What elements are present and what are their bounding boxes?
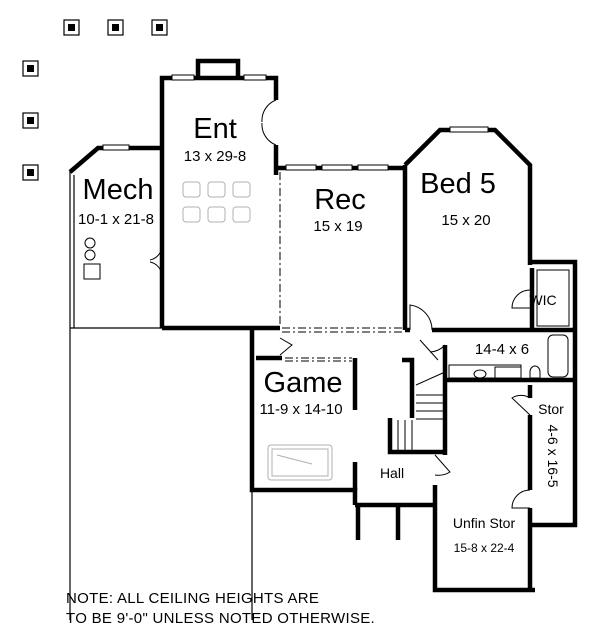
room-bath-size: 14-4 x 6: [474, 341, 530, 358]
ceiling-note-line1: NOTE: ALL CEILING HEIGHTS ARE: [66, 590, 320, 607]
room-rec-size: 15 x 19: [313, 218, 363, 235]
room-unfin-stor-size: 15-8 x 22-4: [453, 541, 515, 555]
pool-table-icon: [267, 444, 333, 481]
pier-icons: [22, 19, 168, 181]
room-ent-size: 13 x 29-8: [183, 148, 247, 165]
room-game-label: Game: [263, 367, 343, 399]
room-mech-size: 10-1 x 21-8: [78, 211, 154, 228]
room-wic-label: WIC: [529, 292, 557, 308]
room-stor-label: Stor: [538, 401, 564, 417]
room-bed5-label: Bed 5: [420, 168, 496, 200]
stairs: [397, 371, 446, 450]
room-unfin-stor-label: Unfin Stor: [452, 515, 516, 531]
room-mech-label: Mech: [82, 174, 154, 206]
room-bed5-size: 15 x 20: [441, 212, 491, 229]
open-boundaries: [279, 172, 405, 362]
ceiling-note-line2: TO BE 9'-0" UNLESS NOTED OTHERWISE.: [66, 610, 376, 627]
room-game-size: 11-9 x 14-10: [259, 401, 343, 418]
room-rec-label: Rec: [314, 184, 366, 216]
windows: [102, 74, 489, 171]
room-hall-label: Hall: [379, 465, 405, 481]
room-ent-label: Ent: [193, 113, 237, 145]
fixtures: [83, 237, 570, 379]
doors: [149, 99, 531, 509]
room-stor-size: 4-6 x 16-5: [545, 424, 561, 488]
walls: [68, 58, 578, 593]
theater-seats: [182, 181, 251, 223]
